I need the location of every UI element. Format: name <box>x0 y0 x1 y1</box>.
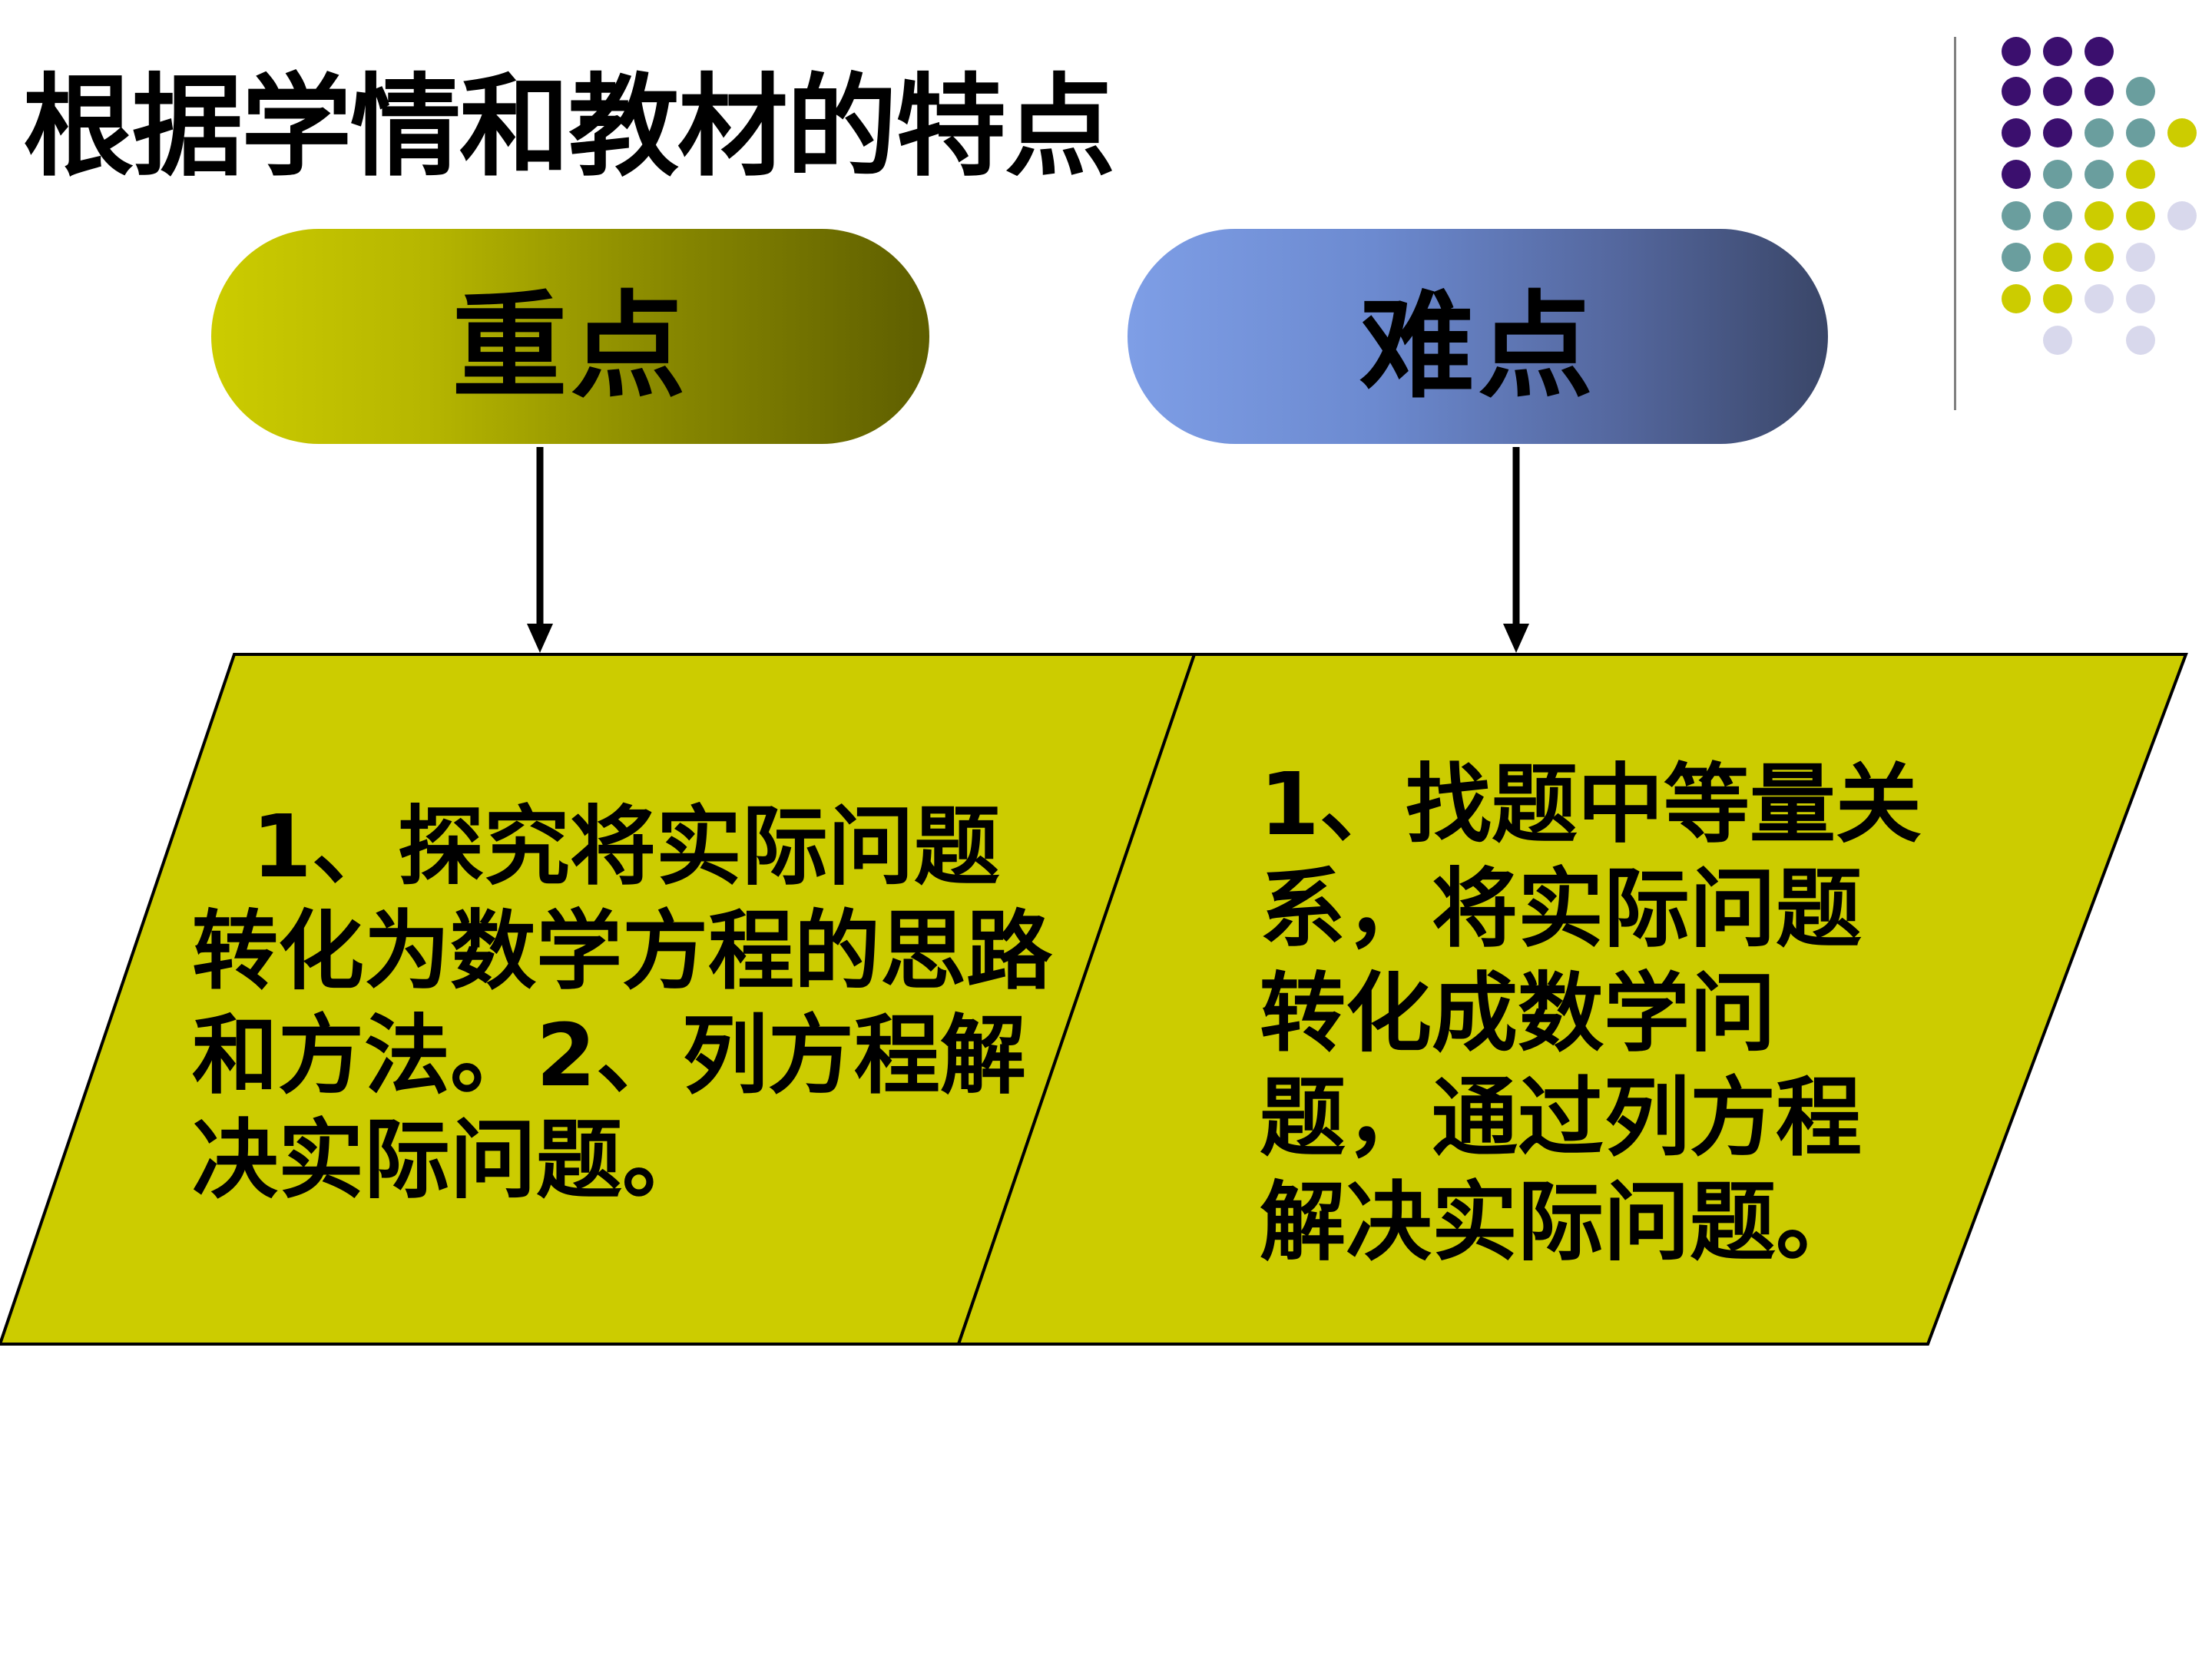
dot <box>2043 284 2072 313</box>
dot <box>2002 243 2031 272</box>
dot <box>2126 201 2155 230</box>
difficult-point-label: 难点 <box>1359 280 1596 414</box>
dot <box>2085 243 2114 272</box>
dot <box>2085 118 2114 147</box>
slide-title: 根据学情和教材的特点 <box>23 62 1115 191</box>
key-point-arrowhead <box>527 624 553 653</box>
dot <box>2126 160 2155 189</box>
difficult-point-arrowhead <box>1503 624 1529 653</box>
dot <box>2126 243 2155 272</box>
dot <box>2043 37 2072 66</box>
dot <box>2085 160 2114 189</box>
dot <box>2002 118 2031 147</box>
dot <box>2043 118 2072 147</box>
dot <box>2043 243 2072 272</box>
dot <box>2002 160 2031 189</box>
dot <box>2126 326 2155 355</box>
dot <box>2002 37 2031 66</box>
key-point-pill: 重点 <box>211 229 929 444</box>
divider-line <box>1954 37 1956 410</box>
dot <box>2043 77 2072 106</box>
dot <box>2085 201 2114 230</box>
dot <box>2002 284 2031 313</box>
dot <box>2167 118 2197 147</box>
dot <box>2167 201 2197 230</box>
dot <box>2126 77 2155 106</box>
dot <box>2002 77 2031 106</box>
key-point-label: 重点 <box>452 280 689 414</box>
difficult-point-pill: 难点 <box>1128 229 1828 444</box>
dot <box>2002 201 2031 230</box>
dot <box>2126 118 2155 147</box>
difficult-point-description: 1、找题中等量关系，将实际问题转化成数学问题，通过列方程解决实际问题。 <box>1260 755 1922 1273</box>
key-point-description: 1、探究将实际问题转化为数学方程的思路和方法。2、列方程解决实际问题。 <box>192 797 1052 1210</box>
dot <box>2043 201 2072 230</box>
difficult-point-box <box>956 653 2188 1346</box>
dot <box>2043 160 2072 189</box>
dot <box>2126 284 2155 313</box>
dot <box>2085 37 2114 66</box>
dot <box>2085 77 2114 106</box>
dot <box>2043 326 2072 355</box>
dot <box>2085 284 2114 313</box>
